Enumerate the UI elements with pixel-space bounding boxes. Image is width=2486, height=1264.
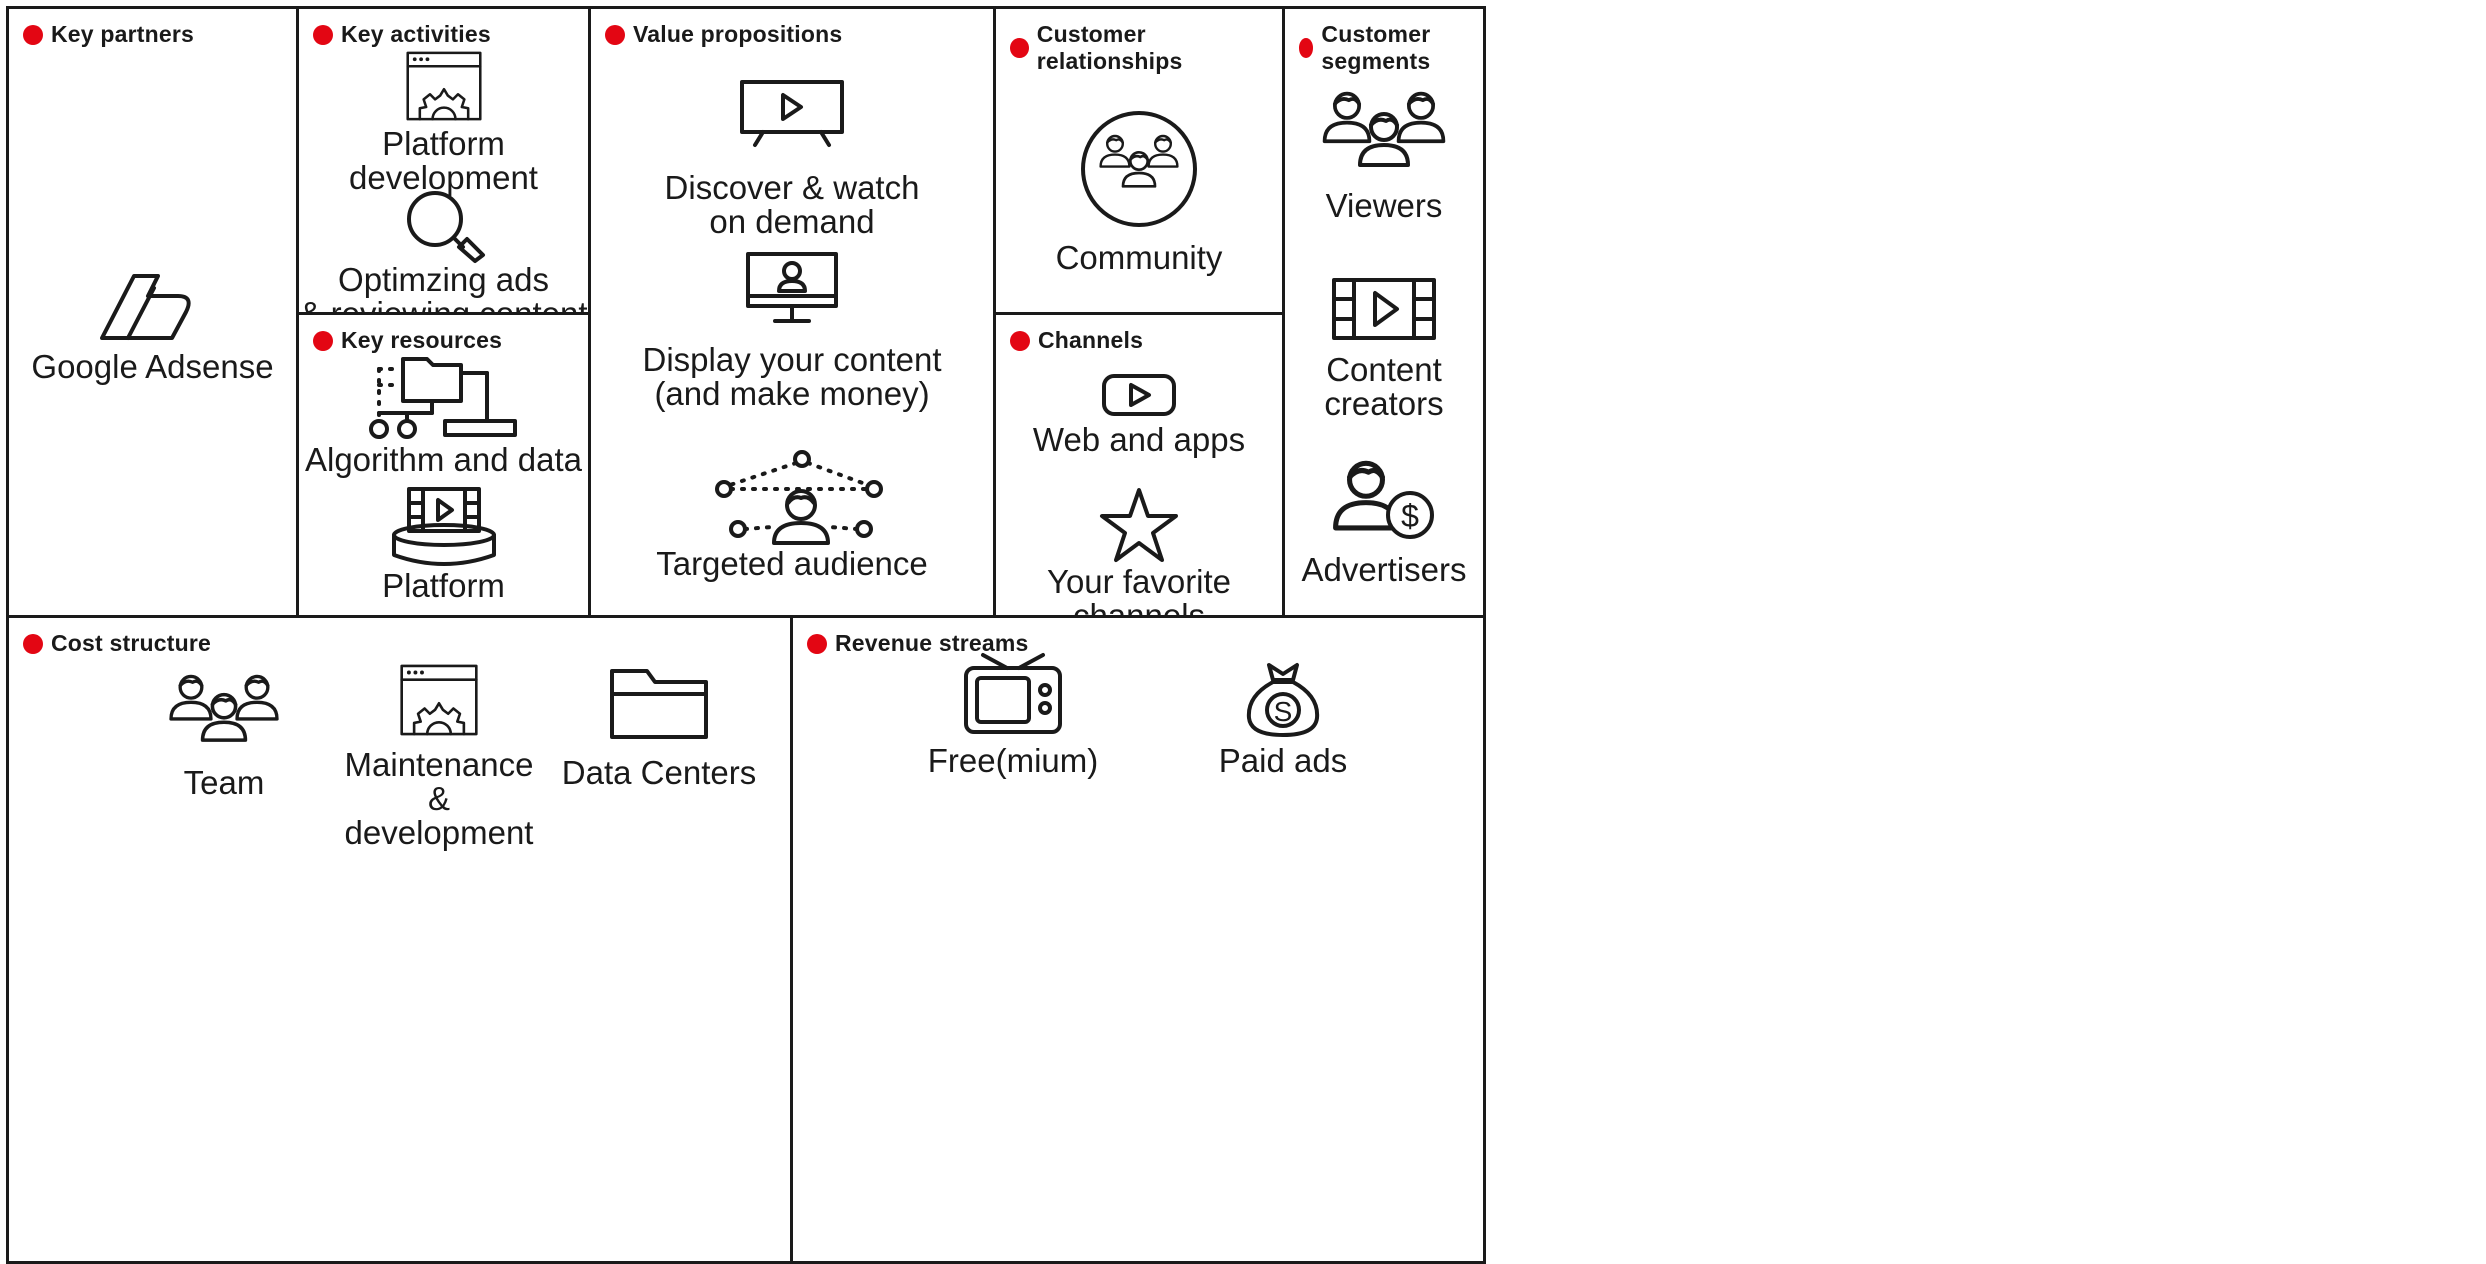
cost-item: Team <box>149 670 299 800</box>
key-partners-title: Key partners <box>51 21 195 47</box>
person-dollar-icon: $ <box>1285 457 1483 541</box>
block-title: Channels <box>1010 327 1143 354</box>
revenue-item: Free(mium) <box>913 652 1113 778</box>
block-title: Revenue streams <box>807 630 1029 657</box>
value-label: Discover & watch on demand <box>664 169 920 240</box>
tv-play-icon <box>591 79 993 147</box>
segment-label: Advertisers <box>1301 551 1467 588</box>
resource-label: Platform <box>382 567 505 604</box>
block-title: Customer relationships <box>1010 21 1282 75</box>
value-item: Targeted audience <box>591 449 993 581</box>
bullet-dot <box>807 633 827 654</box>
block-title: Value propositions <box>605 21 842 48</box>
channel-item: Web and apps <box>996 373 1282 457</box>
svg-text:S: S <box>1274 696 1293 727</box>
value-item: Display your content (and make money) <box>591 251 993 411</box>
network-audience-icon <box>591 449 993 545</box>
block-title: Key partners <box>23 21 194 48</box>
star-icon <box>996 487 1282 563</box>
resource-item: Platform <box>299 485 588 603</box>
folder-icon <box>549 668 769 740</box>
retro-tv-icon <box>913 652 1113 734</box>
browser-gear-icon <box>329 664 549 736</box>
bullet-dot <box>23 24 43 45</box>
block-title: Key activities <box>313 21 491 48</box>
key-activities-title: Key activities <box>341 21 491 47</box>
resource-label: Algorithm and data <box>304 441 582 478</box>
value-item: Discover & watch on demand <box>591 79 993 239</box>
partner-item: Google Adsense <box>9 272 296 384</box>
film-play-icon <box>1285 277 1483 341</box>
partner-label: Google Adsense <box>31 348 274 385</box>
bullet-dot <box>313 330 333 351</box>
channel-item: Your favorite channels <box>996 487 1282 633</box>
cost-label: Team <box>183 764 265 801</box>
customer-segments-title: Customer segments <box>1321 21 1431 74</box>
customer-relationships-block: Customer relationships Community <box>993 6 1285 315</box>
activity-item: Optimzing ads & reviewing content <box>299 189 588 331</box>
monitor-person-icon <box>591 251 993 325</box>
revenue-streams-title: Revenue streams <box>835 630 1029 656</box>
folder-tree-icon <box>299 355 588 439</box>
revenue-streams-block: Revenue streams Free(mium) <box>790 615 1486 1264</box>
group-icon <box>1285 89 1483 169</box>
bullet-dot <box>1299 38 1314 58</box>
value-propositions-block: Value propositions Discover & watch on d… <box>588 6 996 618</box>
block-title: Key resources <box>313 327 502 354</box>
channels-title: Channels <box>1038 327 1144 353</box>
segment-item: Content creators <box>1285 277 1483 421</box>
relationship-item: Community <box>996 109 1282 275</box>
block-title: Cost structure <box>23 630 211 657</box>
block-title: Customer segments <box>1299 21 1483 75</box>
key-partners-block: Key partners Google Adsense <box>6 6 299 618</box>
play-button-icon <box>996 373 1282 417</box>
bullet-dot <box>1010 330 1030 351</box>
cost-item: Data Centers <box>549 668 769 790</box>
team-icon <box>149 670 299 746</box>
cost-structure-block: Cost structure Team Maintenance & develo… <box>6 615 793 1264</box>
resource-item: Algorithm and data <box>299 355 588 477</box>
activity-label: Platform development <box>349 125 538 196</box>
channel-label: Web and apps <box>1032 421 1246 458</box>
customer-relationships-title: Customer relationships <box>1036 21 1183 74</box>
bullet-dot <box>313 24 333 45</box>
money-bag-icon: S <box>1183 662 1383 738</box>
bullet-dot <box>23 633 43 654</box>
cost-structure-title: Cost structure <box>51 630 211 656</box>
customer-segments-block: Customer segments Viewers <box>1282 6 1486 618</box>
activity-item: Platform development <box>299 51 588 195</box>
segment-label: Viewers <box>1325 187 1443 224</box>
magnifier-icon <box>299 189 588 263</box>
key-resources-title: Key resources <box>341 327 503 353</box>
segment-label: Content creators <box>1324 351 1444 422</box>
relationship-label: Community <box>1055 239 1223 276</box>
revenue-label: Paid ads <box>1218 742 1348 779</box>
bullet-dot <box>605 24 625 45</box>
svg-text:$: $ <box>1401 498 1419 534</box>
revenue-label: Free(mium) <box>927 742 1099 779</box>
segment-item: $ Advertisers <box>1285 457 1483 587</box>
cost-label: Data Centers <box>561 754 757 791</box>
value-label: Targeted audience <box>656 545 928 582</box>
cost-label: Maintenance & development <box>344 746 534 851</box>
key-resources-block: Key resources Algorithm a <box>296 312 591 618</box>
channels-block: Channels Web and apps Your favorite chan… <box>993 312 1285 633</box>
value-propositions-title: Value propositions <box>633 21 843 47</box>
adsense-logo-icon <box>9 272 296 342</box>
community-circle-icon <box>996 109 1282 229</box>
cost-item: Maintenance & development <box>329 664 549 850</box>
film-platform-icon <box>299 485 588 567</box>
browser-gear-icon <box>299 51 588 121</box>
value-label: Display your content (and make money) <box>642 341 942 412</box>
revenue-item: S Paid ads <box>1183 662 1383 778</box>
bullet-dot <box>1010 38 1029 58</box>
segment-item: Viewers <box>1285 89 1483 223</box>
key-activities-block: Key activities Platform development Opti… <box>296 6 591 331</box>
